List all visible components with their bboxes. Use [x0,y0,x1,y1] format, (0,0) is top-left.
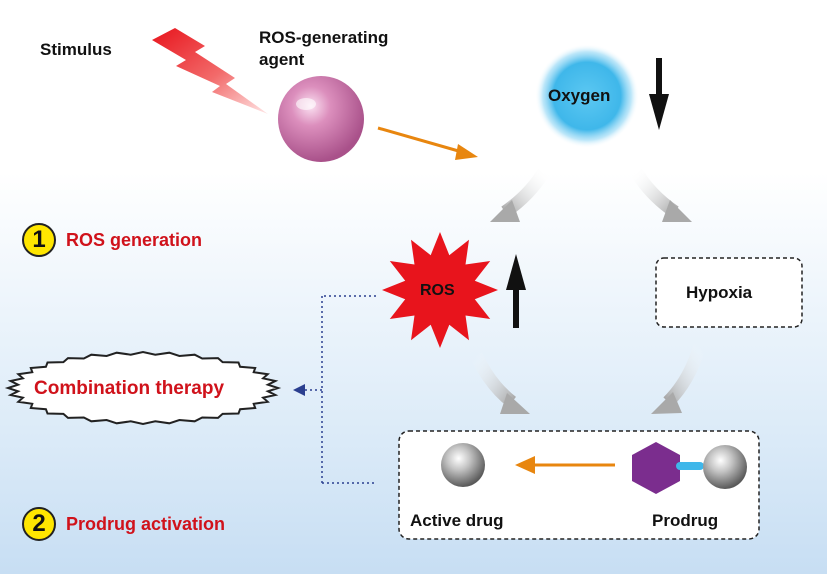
oxygen-blob [535,44,639,148]
ros-label: ROS [420,282,455,299]
agent-label-line2: agent [259,50,305,69]
ros-to-drugbox-arrow [470,352,530,414]
ros-increase-arrow-icon [506,254,526,328]
oxygen-to-ros-arrow [490,166,551,222]
active-drug-label: Active drug [410,511,504,530]
oxygen-to-hypoxia-arrow [629,166,692,222]
stimulus-bolt-icon [152,28,268,114]
oxygen-decrease-arrow-icon [649,58,669,130]
active-drug-ball [441,443,485,487]
prodrug-molecule [632,442,747,494]
hypoxia-label: Hypoxia [686,283,753,302]
combination-therapy-outline [4,350,282,426]
prodrug-label: Prodrug [652,511,719,530]
step2-label: Prodrug activation [66,514,226,534]
hypoxia-box [655,257,803,328]
combination-therapy-label: Combination therapy [34,378,225,399]
agent-label-line1: ROS-generating [259,28,389,47]
ros-star-icon [382,232,498,348]
agent-to-oxygen-arrow [377,126,478,160]
prodrug-to-active-arrow [515,456,615,474]
step1-label: ROS generation [66,230,203,250]
step1-badge: 1 [22,223,56,257]
step2-badge: 2 [22,507,56,541]
oxygen-label: Oxygen [548,86,611,105]
combination-connector [293,295,376,484]
prodrug-hexagon-icon [632,442,680,494]
stimulus-label: Stimulus [40,40,112,59]
ros-agent-sphere [278,76,364,162]
hypoxia-to-drugbox-arrow [651,343,707,414]
